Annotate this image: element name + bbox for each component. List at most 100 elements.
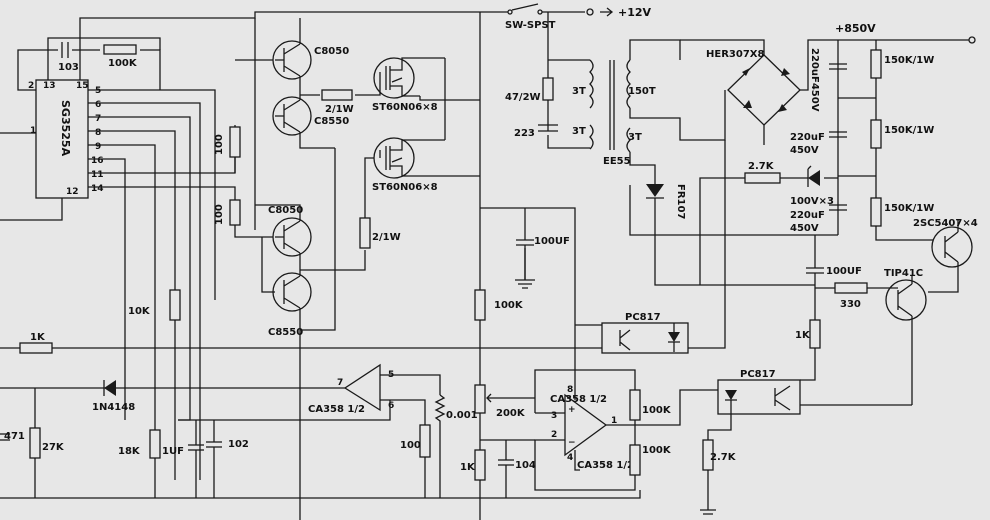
res-1k-div: 1K (460, 449, 486, 481)
res-label: 2/1W (325, 104, 354, 115)
transistor-c8550-top: C8550 (272, 95, 349, 149)
res-label: 1K (795, 330, 811, 341)
res-label: 2/1W (372, 232, 401, 243)
mosfet-label: ST60N06×8 (372, 102, 438, 113)
res-100k-div: 100K (474, 289, 524, 321)
diode-label: FR107 (675, 184, 686, 219)
mosfet-bottom: ST60N06×8 (372, 137, 480, 193)
res-2-7k-fb: 2.7K (744, 161, 781, 184)
transistor-c8050-top: C8050 (272, 18, 349, 95)
cap-label: 220uF450V (809, 48, 820, 112)
diode-1n4148: 1N4148 (92, 380, 135, 413)
opto-label: PC817 (625, 312, 661, 323)
pin-label: 11 (91, 170, 104, 180)
res-label: 100K (108, 58, 138, 69)
res-label: 100K (642, 405, 672, 416)
cap-label: 102 (228, 439, 249, 450)
res-18k: 18K (118, 429, 161, 459)
res-150k-3: 150K/1W (870, 197, 934, 227)
pin-label: 3 (551, 411, 557, 421)
cap-102: 102 (206, 439, 249, 450)
bridge-label: HER307X8 (706, 49, 764, 60)
pin-label: 2 (28, 81, 34, 91)
cap-223: 223 (514, 124, 558, 139)
cap-220uf-3: 220uF 450V (790, 204, 847, 234)
pin-label: 8 (567, 385, 573, 395)
res-label: 100K (494, 300, 524, 311)
transistor-2sc5407: 2SC5407×4 (913, 218, 978, 293)
mosfet-label: ST60N06×8 (372, 182, 438, 193)
winding-label: 3T (628, 132, 642, 143)
res-330: 330 (834, 282, 868, 310)
pin-label: 16 (91, 156, 104, 166)
pin-label: 15 (76, 81, 89, 91)
pin-label: 1 (611, 416, 617, 426)
pin-label: 7 (95, 114, 101, 124)
core-label: EE55 (603, 156, 631, 167)
pin-label: 9 (95, 142, 101, 152)
cap-label: 223 (514, 128, 535, 139)
cap-1uf: 1UF (162, 444, 204, 457)
pin-label: 2 (551, 430, 557, 440)
cap-label: 220uF (790, 210, 825, 221)
transistor-label: C8550 (314, 116, 349, 127)
res-label: 100 (214, 204, 225, 225)
cap-label: 220uF (790, 132, 825, 143)
transistor-tip41c: TIP41C (884, 268, 927, 405)
cap-label: 471 (4, 431, 25, 442)
res-label: 100 (400, 440, 421, 451)
res-100-b: 100 (214, 199, 241, 226)
pin-label: 14 (91, 184, 104, 194)
pin-label: 7 (337, 378, 343, 388)
opamp-ca358-b: + − CA358 1/2 8 3 2 4 1 (550, 385, 617, 463)
opamp-plus: + (568, 405, 576, 415)
terminal-12v: +12V (586, 6, 652, 19)
opamp-label: CA358 1/2 (308, 404, 365, 415)
switch-sw-spst: SW-SPST (480, 3, 585, 31)
pin-label: 6 (388, 401, 394, 411)
sg3525a-ic: SG3525A 2 13 15 1 5 6 7 8 9 16 11 14 12 (28, 79, 104, 199)
cap-220uf-1: 220uF450V (809, 48, 847, 112)
cap-label: 450V (790, 145, 819, 156)
bridge-rectifier: HER307X8 (706, 49, 801, 126)
res-2w-a: 2/1W (321, 89, 354, 115)
transistor-label: C8550 (268, 327, 303, 338)
winding-label: 3T (572, 86, 586, 97)
res-100k-top: 100K (103, 44, 138, 69)
res-150k-2: 150K/1W (870, 119, 934, 149)
res-label: 330 (840, 299, 861, 310)
res-label: 1K (460, 462, 476, 473)
res-1k-tip: 1K (795, 319, 821, 349)
cap-label: 103 (58, 62, 79, 73)
transistor-label: 2SC5407×4 (913, 218, 978, 229)
opamp-minus: − (568, 438, 576, 448)
switch-label: SW-SPST (505, 20, 556, 31)
res-150k-1: 150K/1W (870, 49, 934, 79)
res-label: 18K (118, 446, 141, 457)
diode-fr107: FR107 (646, 184, 686, 219)
cap-100uf-a: 100UF (515, 236, 570, 289)
res-label: 150K/1W (884, 125, 934, 136)
ic-label: SG3525A (59, 100, 72, 157)
cap-103: 103 (58, 42, 79, 73)
res-100k-op1: 100K (629, 389, 672, 421)
res-label: 10K (128, 306, 151, 317)
res-2-7k-opto: 2.7K (702, 439, 737, 471)
res-label: 150K/1W (884, 55, 934, 66)
diode-label: 1N4148 (92, 402, 135, 413)
res-label: 2.7K (710, 452, 737, 463)
opamp-label: CA358 1/2 (577, 460, 634, 471)
cap-label: 100UF (826, 266, 862, 277)
zener-100v: 100V×3 (790, 165, 834, 207)
res-label: 47/2W (505, 92, 541, 103)
res-label: 100 (214, 134, 225, 155)
res-label: 150K/1W (884, 203, 934, 214)
diode-label: 100V×3 (790, 196, 834, 207)
res-label: 1K (30, 332, 46, 343)
cap-104: 104 (498, 459, 536, 471)
res-label: 200K (496, 408, 526, 419)
optocoupler-top: PC817 (601, 312, 689, 354)
res-100-a: 100 (214, 126, 241, 158)
